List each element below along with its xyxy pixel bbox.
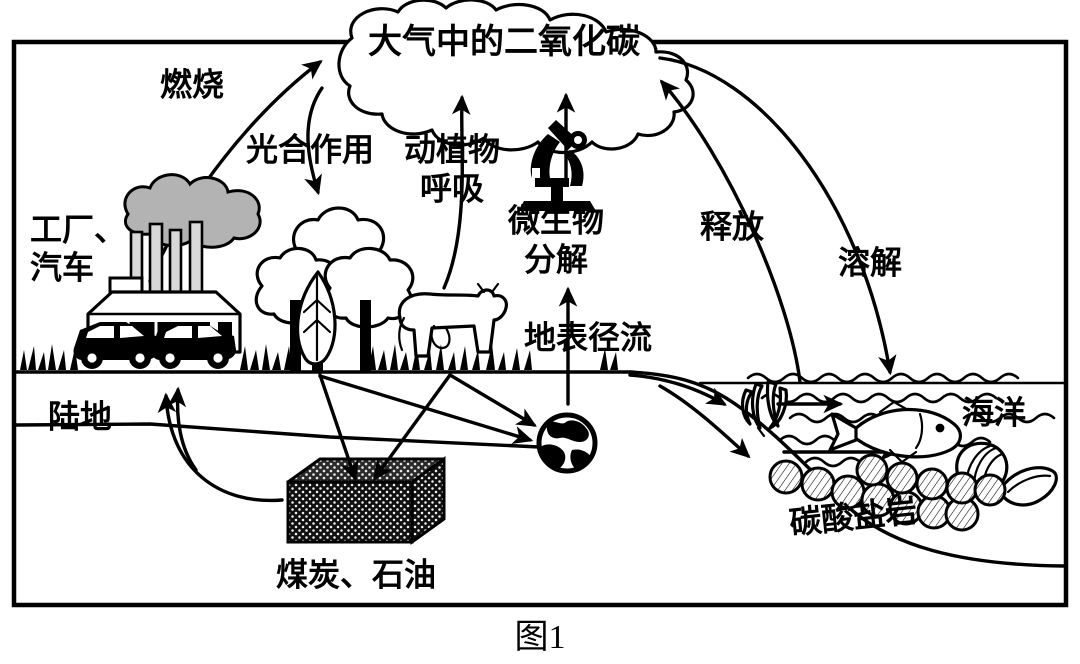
- label-land: 陆地: [48, 398, 112, 434]
- label-dissolve: 溶解: [838, 244, 902, 280]
- fish-icon: [828, 400, 962, 464]
- arrow-photosynthesis: [304, 86, 324, 196]
- label-coal-oil: 煤炭、石油: [276, 556, 436, 592]
- land-sublayer-line: [14, 422, 562, 450]
- arrow-animals-to-soil: [448, 373, 537, 427]
- label-factory-car-line2: 汽车: [30, 249, 94, 285]
- coal-block-icon: [286, 456, 446, 545]
- label-respiration-line1: 动植物: [404, 131, 500, 167]
- cow-icon: [397, 282, 508, 358]
- arrow-plants-to-coal: [318, 373, 359, 482]
- atmosphere-co2-label: 大气中的二氧化碳: [368, 23, 641, 61]
- carbonate-pebble-icon: [768, 453, 1007, 532]
- arrow-combustion: [148, 59, 323, 283]
- arrow-animals-to-coal: [373, 373, 452, 481]
- arrow-release: [659, 79, 802, 384]
- arrow-runoff-to-seabed: [658, 384, 751, 459]
- label-carbonate-rock: 碳酸盐岩: [788, 492, 919, 541]
- label-photosynthesis: 光合作用: [246, 131, 374, 167]
- label-ocean: 海洋: [962, 394, 1026, 430]
- label-release: 释放: [700, 208, 765, 244]
- label-microbe-line1: 微生物: [507, 202, 604, 238]
- label-factory-car-line1: 工厂、: [30, 211, 126, 247]
- arrow-respiration: [442, 94, 471, 290]
- label-microbe-line2: 分解: [524, 241, 588, 277]
- arrow-coal-to-factory: [157, 392, 284, 503]
- globe-icon: [536, 412, 598, 474]
- tree-icon: [254, 206, 415, 372]
- arrow-dissolve: [658, 56, 897, 376]
- microscope-icon: [518, 120, 596, 211]
- cloud-icon: 大气中的二氧化碳: [337, 0, 695, 154]
- label-combustion: 燃烧: [160, 66, 224, 102]
- arrow-surface-runoff: [628, 373, 727, 406]
- car-icon: [73, 322, 236, 369]
- arrow-plants-to-soil: [318, 374, 534, 445]
- label-surface-runoff: 地表径流: [524, 319, 652, 355]
- label-respiration-line2: 呼吸: [420, 170, 484, 206]
- figure-caption: 图1: [515, 619, 566, 656]
- arrow-land-upward: [167, 386, 198, 472]
